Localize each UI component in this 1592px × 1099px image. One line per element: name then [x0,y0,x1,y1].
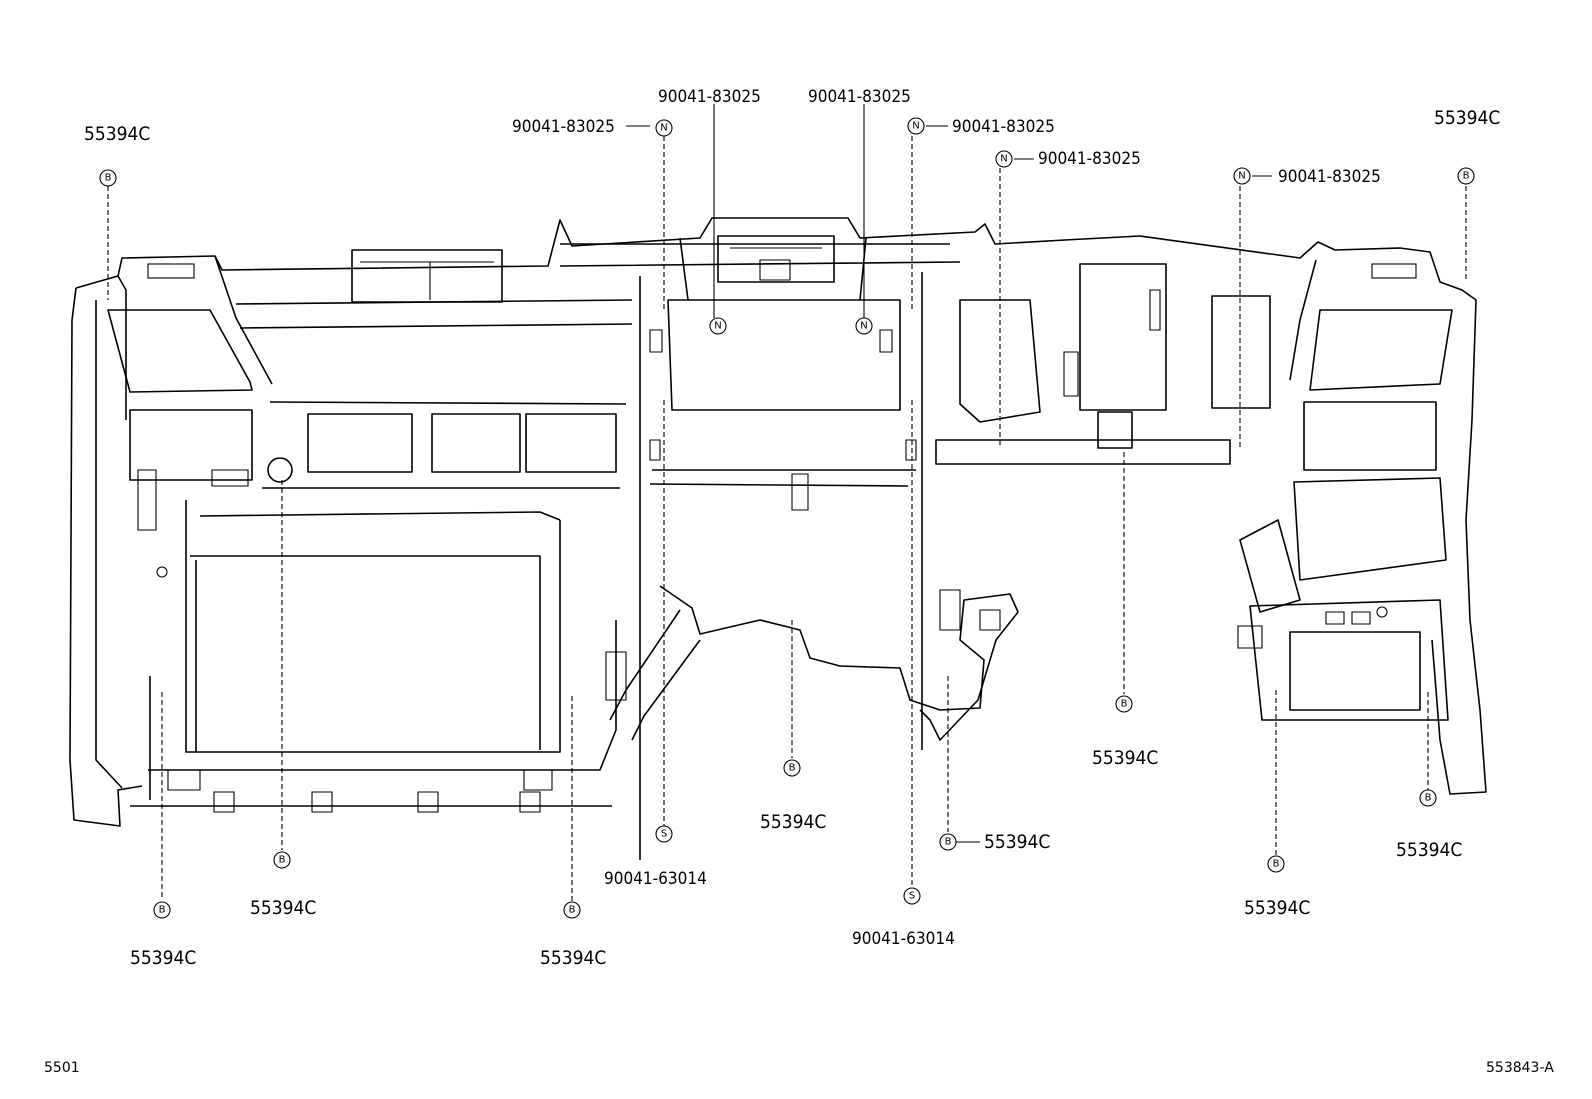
leader-lines [107,104,1467,902]
callout-symbol-c7: N [1233,167,1251,185]
callout-label-c1: 55394C [84,123,150,145]
callout-label-c4: 90041-83025 [808,87,911,107]
callout-symbol-c16: B [1267,855,1285,873]
callout-label-c11: 55394C [1396,839,1462,861]
callout-label-c14: 90041-63014 [852,929,955,949]
svg-text:B: B [1425,793,1432,804]
svg-text:B: B [1273,859,1280,870]
callout-label-c18: 55394C [540,947,606,969]
svg-text:B: B [1121,699,1128,710]
svg-text:B: B [159,905,166,916]
callout-symbol-c13: B [939,833,957,851]
callout-label-c2: 90041-83025 [512,117,615,137]
svg-text:N: N [660,123,667,134]
callout-label-c12: 90041-63014 [604,869,707,889]
callout-symbol-c14: S [903,887,921,905]
callout-symbol-c17: B [153,901,171,919]
callout-label-c15: 55394C [250,897,316,919]
callout-symbol-c3: N [709,317,727,335]
svg-text:N: N [714,321,721,332]
callout-label-c3: 90041-83025 [658,87,761,107]
callout-label-c13: 55394C [984,831,1050,853]
callout-symbol-c4: N [855,317,873,335]
callout-symbol-c5: N [907,117,925,135]
callout-label-c10: 55394C [760,811,826,833]
svg-text:B: B [789,763,796,774]
svg-text:B: B [1463,171,1470,182]
callout-symbol-c8: B [1457,167,1475,185]
callout-labels: 55394C 90041-83025 90041-83025 90041-830… [84,87,1500,969]
svg-text:N: N [860,321,867,332]
drawing-id: 553843-A [1486,1060,1554,1076]
svg-text:B: B [279,855,286,866]
callout-symbol-c6: N [995,150,1013,168]
svg-text:B: B [105,173,112,184]
callout-symbol-c10: B [783,759,801,777]
callout-symbol-c18: B [563,901,581,919]
svg-text:B: B [569,905,576,916]
callout-symbol-c12: S [655,825,673,843]
svg-text:N: N [1238,171,1245,182]
callout-symbol-c2: N [655,119,673,137]
callout-label-c17: 55394C [130,947,196,969]
callout-symbol-c11: B [1419,789,1437,807]
svg-text:N: N [912,121,919,132]
svg-text:S: S [661,829,667,840]
svg-text:N: N [1000,154,1007,165]
svg-text:S: S [909,891,915,902]
callout-label-c8: 55394C [1434,107,1500,129]
callout-label-c9: 55394C [1092,747,1158,769]
callout-label-c5: 90041-83025 [952,117,1055,137]
callout-symbol-c1: B [99,169,117,187]
callout-label-c16: 55394C [1244,897,1310,919]
callout-symbol-c9: B [1115,695,1133,713]
panel-frame [69,217,1487,860]
page-code: 5501 [44,1060,80,1076]
callout-symbol-c15: B [273,851,291,869]
callout-label-c7: 90041-83025 [1278,167,1381,187]
callout-symbols: B N N N N N N B B B B S B S B B B B [99,117,1475,919]
callout-label-c6: 90041-83025 [1038,149,1141,169]
svg-text:B: B [945,837,952,848]
